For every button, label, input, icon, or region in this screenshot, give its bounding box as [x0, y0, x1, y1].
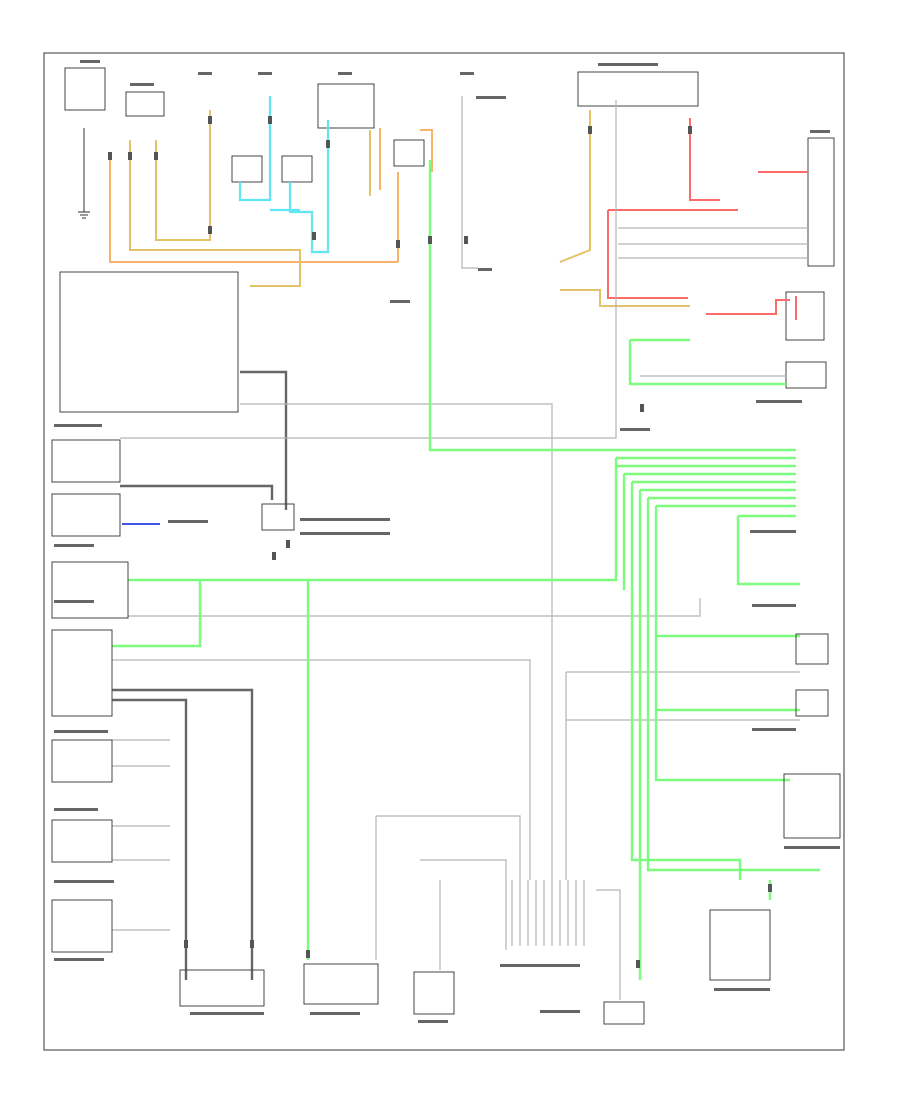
wire-green-12	[128, 458, 618, 582]
switch-right-lower	[795, 689, 829, 717]
switch-left-upper	[51, 439, 121, 483]
wire-gray-8	[128, 598, 701, 617]
control-module-bottom-left	[179, 969, 265, 1007]
wire-gray-14	[376, 815, 521, 880]
wire-gray-3	[461, 96, 478, 269]
control-unit-top-right	[577, 71, 699, 107]
unit-bottom-center-right	[603, 1001, 645, 1025]
connector-right-top	[807, 137, 835, 267]
module-right-lower	[783, 773, 841, 839]
wire-yellow-4	[559, 110, 591, 263]
wire-red-3	[607, 210, 688, 299]
connector-terminals	[108, 116, 772, 968]
sensor-right-lower	[795, 633, 829, 665]
wire-red-5	[706, 299, 790, 315]
wire-cyan-1	[238, 96, 272, 202]
switch-center	[393, 139, 425, 167]
wire-green-18	[646, 498, 820, 872]
fuse-block-left	[64, 67, 106, 111]
diagram-frame	[43, 52, 845, 1051]
wire-gray-1	[240, 403, 553, 880]
wire-green-22	[630, 482, 742, 880]
wire-yellow-2	[155, 110, 211, 241]
switch-left-mid	[51, 561, 129, 619]
unit-bottom-center-left	[303, 963, 379, 1005]
wire-cyan-2	[288, 120, 330, 254]
wire-orange-3	[420, 129, 433, 172]
wire-dark-2	[120, 484, 274, 500]
switch-left-b	[51, 819, 113, 863]
wire-green-3	[628, 340, 786, 386]
wire-green-19	[654, 506, 790, 782]
center-components	[168, 400, 841, 1025]
module-upper-left	[59, 271, 239, 413]
wire-gray-15	[420, 859, 507, 950]
wire-gray-9	[112, 659, 531, 880]
wire-orange-1	[109, 160, 398, 263]
sensor-left-lower	[51, 629, 113, 717]
left-components	[51, 424, 265, 1015]
wire-dark-4	[112, 688, 254, 980]
wire-green-1	[428, 160, 796, 452]
switch-small-b	[281, 155, 313, 183]
wire-yellow-5	[560, 289, 690, 307]
relay-top-center	[317, 83, 375, 129]
switch-left-c	[51, 899, 113, 953]
fuse-box-top-left	[125, 91, 165, 117]
ground-symbol	[78, 196, 90, 219]
unit-bottom-right	[709, 909, 771, 981]
multi-connector-bottom	[511, 880, 585, 946]
switch-small-a	[231, 155, 263, 183]
wire-green-14	[112, 580, 202, 648]
unit-bottom-center	[413, 971, 455, 1015]
sensor-right-mid	[785, 291, 825, 341]
top-fuse-area	[59, 60, 835, 413]
wire-red-1	[689, 118, 720, 201]
wire-gray-17	[596, 889, 621, 1000]
unit-left-blue	[51, 493, 121, 537]
wire-yellow-1	[129, 140, 301, 287]
wire-gray-2	[120, 100, 617, 439]
switch-right-mid	[785, 361, 827, 389]
relay-center-small	[261, 503, 295, 531]
switch-left-a	[51, 739, 113, 783]
wire-dark-3	[112, 698, 188, 980]
wire-dark-1	[240, 370, 288, 510]
wire-green-16	[736, 516, 800, 586]
